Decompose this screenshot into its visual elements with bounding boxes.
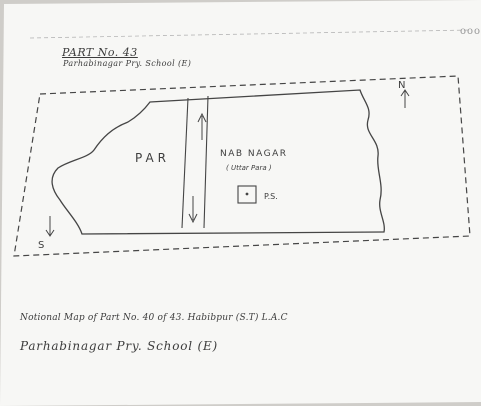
top-right-mark: ooo <box>459 26 481 37</box>
notional-map-caption: Notional Map of Part No. 40 of 43. Habib… <box>20 313 288 323</box>
left-region-label: PAR <box>135 151 170 165</box>
road-right-edge <box>203 95 209 229</box>
arrow-icon <box>188 196 198 224</box>
road-left-edge <box>181 97 189 229</box>
school-caption: Parhabinagar Pry. School (E) <box>20 339 219 353</box>
right-region-label: NAB NAGAR <box>220 149 288 159</box>
top-guide-line <box>29 29 471 39</box>
settlement-outline <box>51 89 385 235</box>
school-title: Parhabinagar Pry. School (E) <box>63 59 192 68</box>
north-arrow-icon <box>400 89 410 108</box>
right-region-sublabel: ( Uttar Para ) <box>226 164 272 172</box>
south-label: S <box>38 240 44 251</box>
part-title: PART No. 43 <box>62 46 138 59</box>
north-label: N <box>398 80 405 91</box>
polling-station-dot <box>245 192 249 196</box>
polling-station-label: P.S. <box>264 192 278 201</box>
square-dot-icon <box>237 185 257 204</box>
arrow-icon <box>197 112 207 140</box>
south-arrow-icon <box>45 216 55 237</box>
